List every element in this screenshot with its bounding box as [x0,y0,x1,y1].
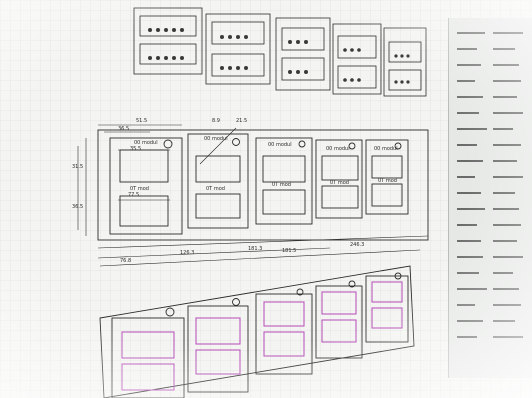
dim-bottom-a: 76.8 [120,258,131,264]
module-label-2: 00 modul [204,136,228,142]
dim-bottom-c: 181.3 [248,246,262,252]
sub-label-2: 0T mod [206,186,225,192]
sub-label-1: 0T mod [130,186,149,192]
module-label-5: 00 modul [374,146,398,152]
module-label-1: 00 modul [134,140,158,146]
properties-panel[interactable]: properties [448,18,532,378]
dim-inner-width: 35.5 [130,146,141,152]
sub-label-4: 0T mod [330,180,349,186]
dim-bottom-b: 126.3 [180,250,194,256]
sub-label-3: 0T mod [272,182,291,188]
dim-left-width: 36.5 [118,126,129,132]
module-label-3: 00 modul [268,142,292,148]
dim-bottom-d: 181.5 [282,248,296,254]
dim-left-height-b: 36.5 [72,204,83,210]
module-label-4: 00 modul [326,146,350,152]
dim-inner-small: 77.5 [128,192,139,198]
dim-diag-b: 21.5 [236,118,247,124]
dim-bottom-e: 246.3 [350,242,364,248]
dim-diag-a: 8.9 [212,118,220,124]
dim-left-height-a: 31.5 [72,164,83,170]
dim-top-width: 51.5 [136,118,147,124]
panel-rows [457,32,523,338]
sub-label-5: 0T mod [378,178,397,184]
